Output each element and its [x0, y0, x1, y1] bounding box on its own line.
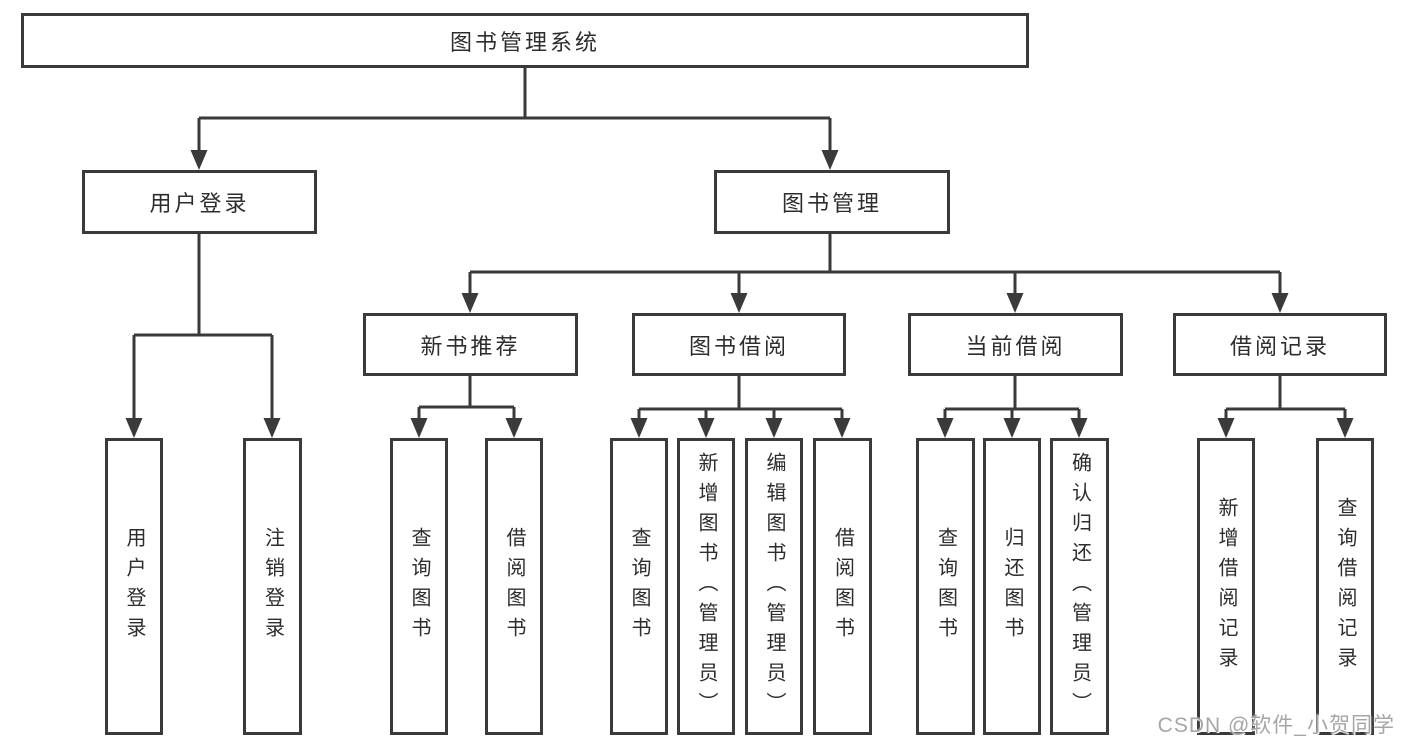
leaf-query-books-current: 查询图书 — [916, 438, 975, 735]
leaf-borrow-books-borrow: 借阅图书 — [813, 438, 872, 735]
node-current-borrow: 当前借阅 — [908, 313, 1123, 376]
leaf-user-login: 用户登录 — [105, 438, 163, 735]
leaf-logout-login-label: 注销登录 — [261, 526, 284, 647]
arrowheads — [125, 150, 1354, 438]
connector-strokes — [132, 68, 1347, 426]
node-book-management-label: 图书管理 — [781, 191, 882, 216]
node-book-borrow-label: 图书借阅 — [688, 333, 789, 359]
leaf-query-borrow-record-label: 查询借阅记录 — [1334, 496, 1356, 677]
node-user-login-label: 用户登录 — [149, 191, 250, 216]
leaf-borrow-books-recommend-label: 借阅图书 — [503, 526, 525, 647]
leaf-edit-book-admin-label: 编辑图书（管理员） — [763, 451, 785, 722]
leaf-add-book-admin: 新增图书（管理员） — [677, 438, 735, 735]
leaf-return-books-label: 归还图书 — [1001, 526, 1023, 647]
node-new-book-recommend-label: 新书推荐 — [420, 333, 521, 359]
leaf-add-borrow-record: 新增借阅记录 — [1197, 438, 1255, 735]
node-borrow-records-label: 借阅记录 — [1229, 333, 1330, 359]
leaf-query-borrow-record: 查询借阅记录 — [1316, 438, 1374, 735]
leaf-add-borrow-record-label: 新增借阅记录 — [1215, 496, 1237, 677]
node-book-management: 图书管理 — [714, 170, 950, 234]
node-new-book-recommend: 新书推荐 — [363, 313, 578, 376]
node-library-system-label: 图书管理系统 — [449, 29, 600, 55]
node-library-system: 图书管理系统 — [21, 13, 1029, 68]
leaf-borrow-books-recommend: 借阅图书 — [485, 438, 543, 735]
leaf-confirm-return-admin: 确认归还（管理员） — [1050, 438, 1109, 735]
node-book-borrow: 图书借阅 — [632, 313, 846, 376]
leaf-add-book-admin-label: 新增图书（管理员） — [695, 451, 717, 722]
leaf-return-books: 归还图书 — [983, 438, 1041, 735]
leaf-logout-login: 注销登录 — [243, 438, 302, 735]
csdn-watermark: CSDN @软件_小贺同学 — [1157, 714, 1395, 737]
leaf-query-books-borrow-label: 查询图书 — [628, 526, 650, 647]
leaf-query-books-recommend: 查询图书 — [390, 438, 448, 735]
leaf-borrow-books-borrow-label: 借阅图书 — [831, 526, 854, 647]
leaf-edit-book-admin: 编辑图书（管理员） — [745, 438, 803, 735]
leaf-query-books-borrow: 查询图书 — [610, 438, 668, 735]
node-current-borrow-label: 当前借阅 — [965, 333, 1066, 359]
leaf-user-login-label: 用户登录 — [123, 526, 145, 647]
leaf-query-books-recommend-label: 查询图书 — [408, 526, 430, 647]
leaf-confirm-return-admin-label: 确认归还（管理员） — [1068, 451, 1091, 722]
node-borrow-records: 借阅记录 — [1173, 313, 1387, 376]
node-user-login: 用户登录 — [82, 170, 317, 234]
leaf-query-books-current-label: 查询图书 — [934, 526, 957, 647]
